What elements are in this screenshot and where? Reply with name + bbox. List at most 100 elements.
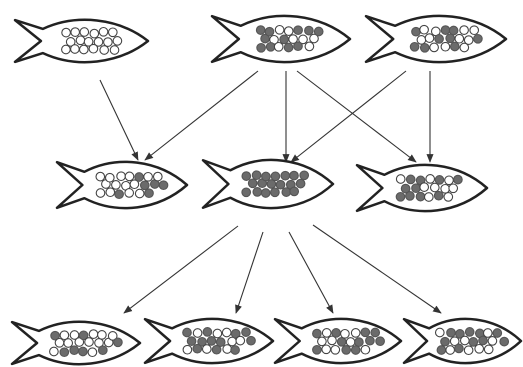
arrows-layer (99, 70, 442, 314)
filled-egg (197, 336, 207, 347)
open-egg (448, 183, 459, 194)
open-egg (444, 175, 454, 186)
open-egg (469, 25, 480, 36)
open-egg (449, 336, 460, 347)
fish-layer (10, 14, 523, 366)
filled-egg (192, 343, 203, 354)
filled-egg (251, 170, 262, 181)
open-egg (152, 171, 163, 182)
fish-g3-fish-2 (143, 317, 275, 365)
arrow-g2-fish-2-to-g3-fish-3 (288, 231, 334, 314)
open-egg (474, 343, 485, 354)
filled-egg (283, 42, 294, 53)
filled-egg (134, 172, 144, 182)
fish-g1-fish-3 (364, 14, 508, 64)
filled-egg (419, 42, 430, 53)
open-egg (124, 188, 135, 198)
filled-egg (365, 335, 375, 346)
open-egg (79, 27, 90, 37)
fish-g1-fish-1 (13, 18, 150, 64)
open-egg (482, 328, 493, 338)
filled-egg (265, 41, 276, 52)
open-egg (317, 336, 327, 347)
open-egg (463, 35, 474, 45)
open-egg (89, 28, 100, 39)
arrow-g2-fish-2-to-g3-fish-2 (235, 231, 264, 314)
filled-egg (299, 170, 310, 181)
open-egg (182, 344, 193, 355)
open-egg (459, 335, 470, 346)
open-egg (321, 328, 332, 338)
open-egg (97, 330, 107, 340)
filled-egg (478, 335, 488, 346)
filled-egg (247, 178, 258, 189)
open-egg (221, 327, 232, 338)
filled-egg (354, 337, 364, 347)
filled-egg (409, 41, 420, 52)
filled-egg (464, 327, 475, 337)
open-egg (423, 192, 434, 202)
filled-egg (492, 328, 503, 338)
filled-egg (260, 188, 271, 198)
filled-egg (246, 335, 256, 346)
filled-egg (215, 337, 226, 347)
open-egg (93, 37, 104, 47)
filled-egg (255, 25, 266, 35)
filled-egg (50, 330, 60, 341)
filled-egg (313, 26, 324, 37)
filled-egg (113, 337, 123, 348)
open-egg (70, 44, 80, 54)
open-egg (345, 337, 356, 347)
open-egg (235, 335, 246, 346)
filled-egg (114, 189, 124, 200)
arrow-g1-fish-3-to-g2-fish-2 (290, 70, 407, 163)
filled-egg (331, 328, 341, 338)
filled-egg (78, 346, 88, 357)
filled-egg (440, 25, 451, 35)
filled-egg (411, 26, 421, 37)
filled-egg (264, 26, 275, 37)
filled-egg (69, 345, 80, 356)
open-egg (459, 25, 469, 35)
open-egg (74, 337, 85, 347)
filled-egg (453, 174, 463, 185)
open-egg (429, 42, 439, 53)
open-egg (463, 345, 474, 356)
open-egg (61, 27, 71, 38)
open-egg (425, 174, 436, 184)
filled-egg (139, 180, 150, 191)
filled-egg (375, 336, 385, 347)
open-egg (95, 188, 106, 198)
open-egg (459, 42, 470, 53)
filled-egg (370, 327, 381, 338)
filled-egg (279, 34, 289, 45)
filled-egg (499, 336, 510, 347)
filled-egg (252, 187, 263, 197)
arrow-g1-fish-2-to-g2-fish-1 (144, 70, 259, 161)
filled-egg (434, 175, 445, 185)
fish-g3-fish-1 (10, 320, 142, 366)
filled-egg (97, 345, 108, 356)
open-egg (304, 41, 315, 52)
open-egg (309, 33, 319, 44)
filled-egg (281, 187, 292, 197)
filled-egg (158, 180, 169, 191)
filled-egg (241, 187, 252, 198)
filled-egg (186, 336, 197, 346)
open-egg (124, 171, 135, 182)
fish-g1-fish-2 (210, 14, 352, 64)
filled-egg (230, 328, 241, 339)
open-egg (429, 182, 440, 193)
arrow-g1-fish-2-to-g2-fish-3 (296, 70, 417, 163)
open-egg (487, 336, 498, 346)
open-egg (112, 36, 123, 46)
open-egg (95, 171, 106, 182)
open-egg (360, 344, 371, 355)
open-egg (327, 335, 337, 346)
open-egg (61, 44, 71, 55)
fish-g3-fish-3 (273, 317, 403, 365)
open-egg (424, 33, 435, 43)
open-egg (105, 187, 116, 198)
filled-egg (448, 25, 459, 36)
